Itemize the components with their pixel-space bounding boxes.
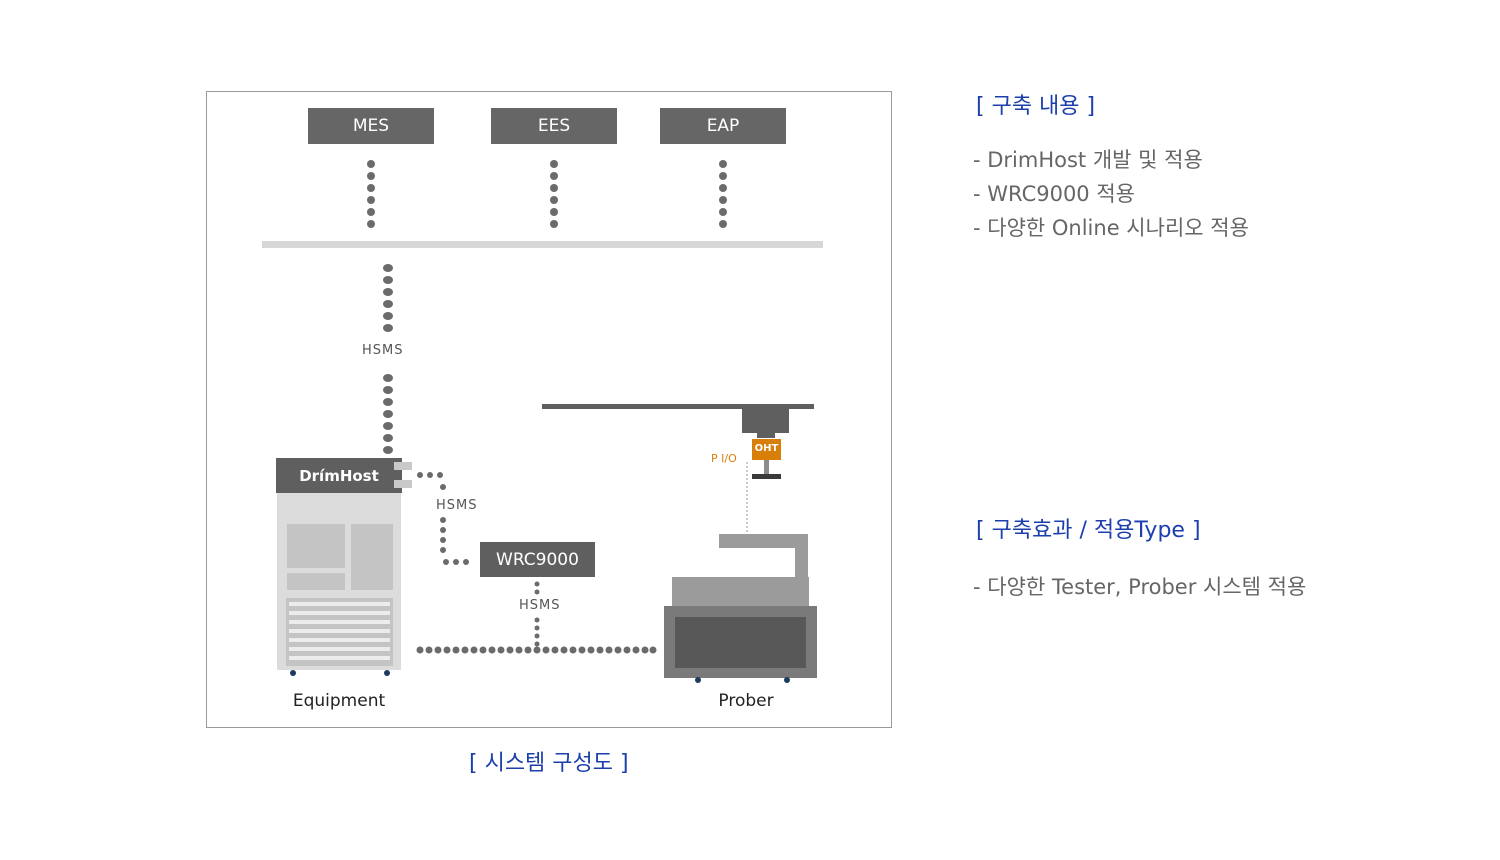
hsms-link-floor [534,581,540,647]
hsms-link-wrc [417,472,469,565]
content-title: [ 구축 내용 ] [976,94,1096,119]
effect-item: - 다양한 Tester, Prober 시스템 적용 [973,575,1307,599]
equipment-cabinet [276,458,412,676]
hsms-link-host [383,264,393,454]
prober-machine [664,534,817,683]
equipment-prober-link [416,646,657,654]
wrc9000-label: WRC9000 [496,549,579,570]
content-item: - WRC9000 적용 [973,182,1135,206]
equipment-label: Equipment [292,691,386,711]
content-item: - DrimHost 개발 및 적용 [973,148,1203,172]
pio-label: P I/O [711,452,737,465]
ees-label: EES [537,116,571,136]
diagram-caption: [ 시스템 구성도 ] [469,751,629,776]
content-list: - DrimHost 개발 및 적용 - WRC9000 적용 - 다양한 On… [973,143,1249,245]
mes-label: MES [352,116,390,136]
hsms-label-mid: HSMS [436,498,478,513]
effect-title: [ 구축효과 / 적용Type ] [976,518,1201,543]
hsms-label-top: HSMS [362,343,404,358]
wrc9000-box: WRC9000 [480,542,595,577]
eap-box: EAP [660,108,786,144]
eap-label: EAP [706,116,740,136]
drimhost-label: DrímHost [299,466,379,485]
oht-label: OHT [754,443,779,454]
ees-box: EES [491,108,617,144]
system-links [367,160,727,228]
oht-vehicle [542,404,814,532]
effect-list: - 다양한 Tester, Prober 시스템 적용 [973,570,1306,604]
content-item: - 다양한 Online 시나리오 적용 [973,216,1249,240]
hsms-label-low: HSMS [519,598,561,613]
mes-box: MES [308,108,434,144]
prober-label: Prober [718,691,774,711]
network-bus [262,241,823,248]
system-diagram-frame [206,91,892,728]
